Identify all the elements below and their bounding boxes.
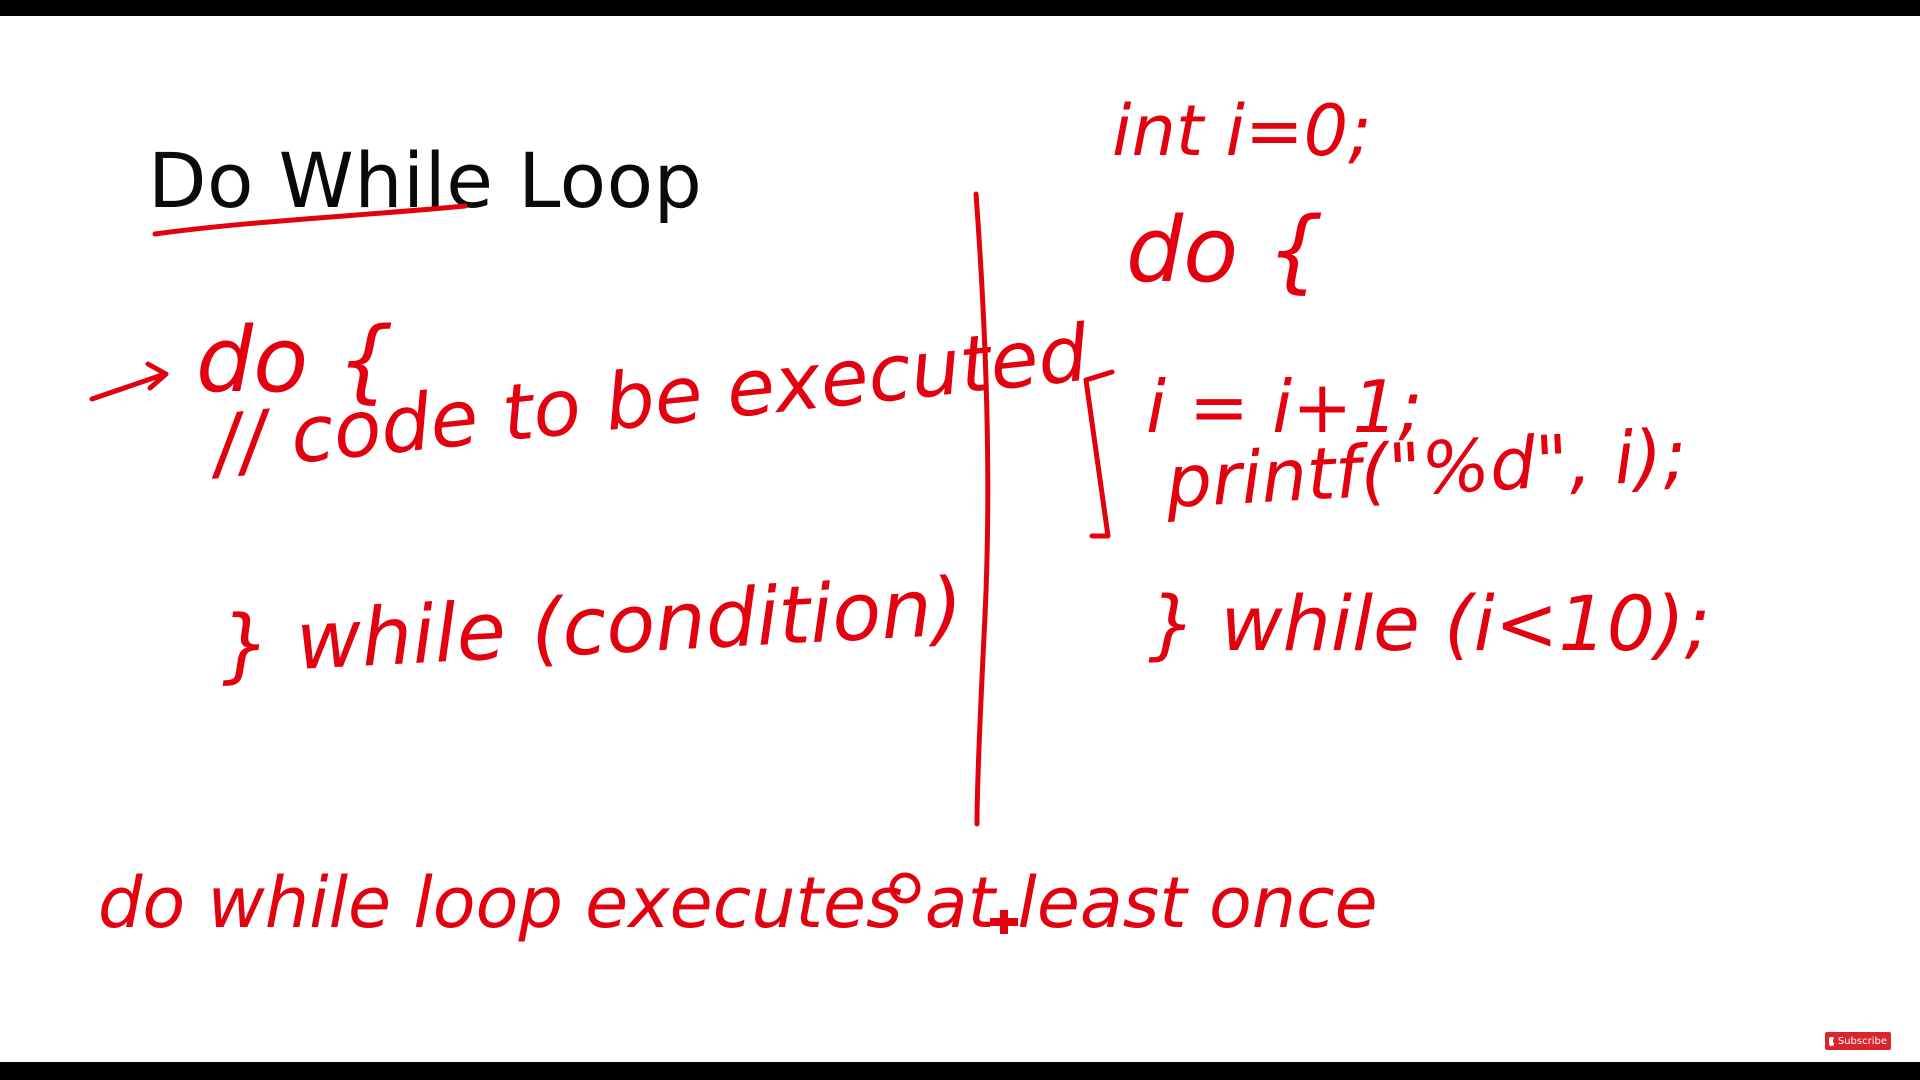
pointer-marker — [990, 910, 1018, 934]
arrow-shaft — [89, 371, 168, 402]
subscribe-button[interactable]: Subscribe — [1825, 1032, 1891, 1050]
right-do-line: do { — [1126, 198, 1325, 303]
left-do-line: do { — [196, 308, 395, 413]
arrow-head — [145, 361, 169, 391]
bottom-note: do while loop executes at least once — [98, 862, 1378, 944]
right-declaration-line: int i=0; — [1112, 90, 1372, 172]
whiteboard-slide: Do While Loop do { // code to be execute… — [0, 16, 1920, 1062]
once-emphasis-circle — [889, 872, 921, 904]
youtube-play-icon — [1829, 1036, 1838, 1046]
subscribe-label: Subscribe — [1837, 1035, 1887, 1047]
annotation-strokes — [89, 191, 1115, 934]
right-while-line: } while (i<10); — [1148, 579, 1711, 668]
code-bracket — [1083, 369, 1115, 539]
title-underline — [152, 203, 468, 237]
divider-line — [973, 191, 991, 827]
right-increment-line: i = i+1; — [1146, 365, 1423, 449]
